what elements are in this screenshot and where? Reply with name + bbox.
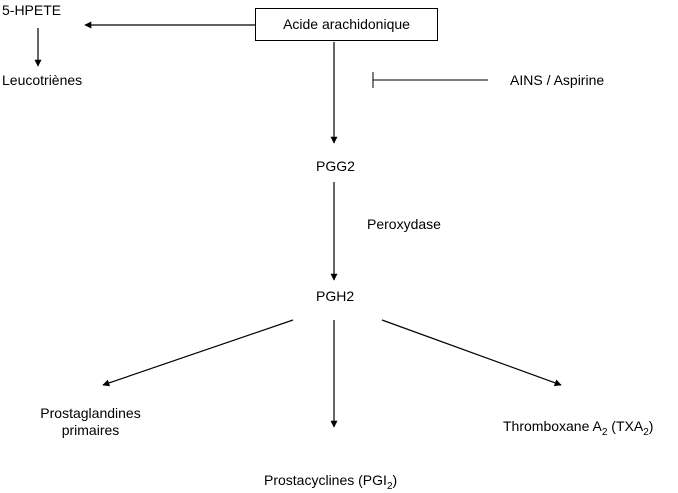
enzyme-peroxidase: Peroxydase bbox=[367, 216, 441, 232]
node-pgg2: PGG2 bbox=[316, 158, 355, 174]
arrow-pgh2-to-thromboxane bbox=[381, 319, 562, 387]
prostacyclins-sub: 2 bbox=[386, 480, 393, 492]
thromboxane-close: ) bbox=[648, 418, 654, 434]
prostacyclins-close: ) bbox=[392, 472, 398, 488]
node-5-hpete: 5-HPETE bbox=[2, 2, 62, 18]
node-thromboxane: Thromboxane A2 (TXA2) bbox=[503, 418, 654, 438]
node-nsaid-aspirin: AINS / Aspirine bbox=[510, 72, 605, 88]
prostacyclins-text: Prostacyclines (PGI bbox=[264, 472, 387, 488]
node-leukotrienes: Leucotriènes bbox=[2, 72, 83, 88]
arrow-pgh2-to-primary-pg bbox=[102, 319, 294, 387]
node-pgh2: PGH2 bbox=[316, 288, 355, 304]
primary-pg-line1: Prostaglandines bbox=[40, 405, 141, 421]
node-prostacyclins: Prostacyclines (PGI2) bbox=[264, 472, 398, 492]
node-primary-prostaglandins: Prostaglandines primaires bbox=[18, 405, 163, 439]
primary-pg-line2: primaires bbox=[61, 422, 120, 438]
thromboxane-text: Thromboxane A bbox=[503, 418, 602, 434]
thromboxane-sub-1: 2 bbox=[601, 426, 608, 438]
thromboxane-abbr: (TXA bbox=[607, 418, 644, 434]
node-arachidonic-acid: Acide arachidonique bbox=[255, 8, 438, 41]
thromboxane-sub-2: 2 bbox=[643, 426, 649, 438]
